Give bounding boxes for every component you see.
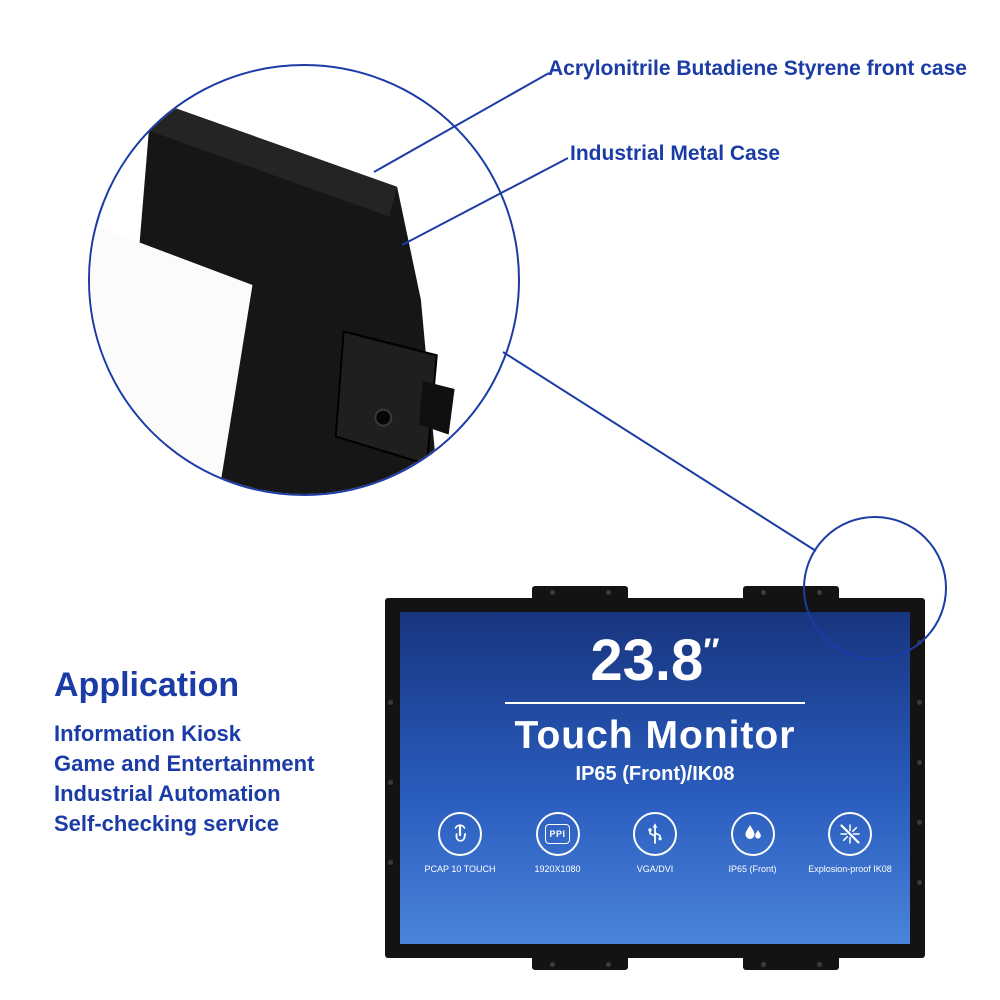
zoom-detail-circle [88, 64, 520, 496]
feature-touch: PCAP 10 TOUCH [414, 812, 506, 874]
tab-hole [606, 962, 611, 967]
explosionproof-icon [828, 812, 872, 856]
protection-rating: IP65 (Front)/IK08 [575, 763, 735, 785]
feature-label: PCAP 10 TOUCH [424, 864, 496, 874]
application-item: Industrial Automation [54, 781, 281, 806]
monitor-screen: 23.8″ Touch Monitor IP65 (Front)/IK08 PC… [400, 612, 910, 944]
feature-resolution: PPI 1920X1080 [512, 812, 604, 874]
tab-hole [761, 590, 766, 595]
application-item: Information Kiosk [54, 721, 242, 746]
case-top-edge [145, 99, 398, 217]
audio-jack-hole [374, 408, 393, 427]
screen-size: 23.8″ [590, 632, 719, 690]
tab-hole [550, 962, 555, 967]
feature-waterproof: IP65 (Front) [707, 812, 799, 874]
monitor-corner-detail [90, 99, 455, 494]
screw-hole [388, 700, 393, 705]
application-item: Self-checking service [54, 811, 280, 836]
waterproof-icon [730, 812, 775, 856]
feature-ports: VGA/DVI [609, 812, 701, 874]
ppi-badge: PPI [545, 824, 570, 844]
screw-hole [388, 860, 393, 865]
usb-icon [633, 812, 677, 856]
touch-monitor: 23.8″ Touch Monitor IP65 (Front)/IK08 PC… [385, 586, 925, 970]
resolution-icon: PPI [535, 812, 580, 856]
screw-hole [917, 760, 922, 765]
corner-highlight-circle [803, 516, 947, 660]
application-item: Game and Entertainment [54, 751, 315, 776]
screw-hole [917, 820, 922, 825]
mount-tab [743, 958, 839, 970]
front-case-label: Acrylonitrile Butadiene Styrene front ca… [548, 57, 967, 80]
screen-divider [505, 702, 805, 704]
feature-label: 1920X1080 [534, 864, 581, 874]
bracket-tab [418, 381, 455, 435]
tab-hole [550, 590, 555, 595]
metal-case-label: Industrial Metal Case [570, 142, 781, 165]
mount-tab [532, 586, 628, 598]
feature-label: VGA/DVI [636, 864, 674, 874]
feature-label: Explosion-proof IK08 [808, 864, 892, 874]
tab-hole [761, 962, 766, 967]
screw-hole [388, 780, 393, 785]
application-section: Application Information Kiosk Game and E… [54, 666, 314, 839]
screw-hole [917, 880, 922, 885]
feature-explosionproof: Explosion-proof IK08 [804, 812, 896, 874]
application-title: Application [54, 666, 240, 704]
touch-icon [438, 812, 482, 856]
feature-label: IP65 (Front) [728, 864, 777, 874]
mount-tab [532, 958, 628, 970]
size-value: 23.8 [590, 628, 704, 693]
callout-line-zoom-link [502, 351, 817, 552]
inch-mark: ″ [703, 632, 720, 670]
feature-row: PCAP 10 TOUCH PPI 1920X1080 [414, 812, 896, 874]
tab-hole [606, 590, 611, 595]
screw-hole [917, 700, 922, 705]
product-name: Touch Monitor [514, 714, 796, 757]
tab-hole [817, 962, 822, 967]
